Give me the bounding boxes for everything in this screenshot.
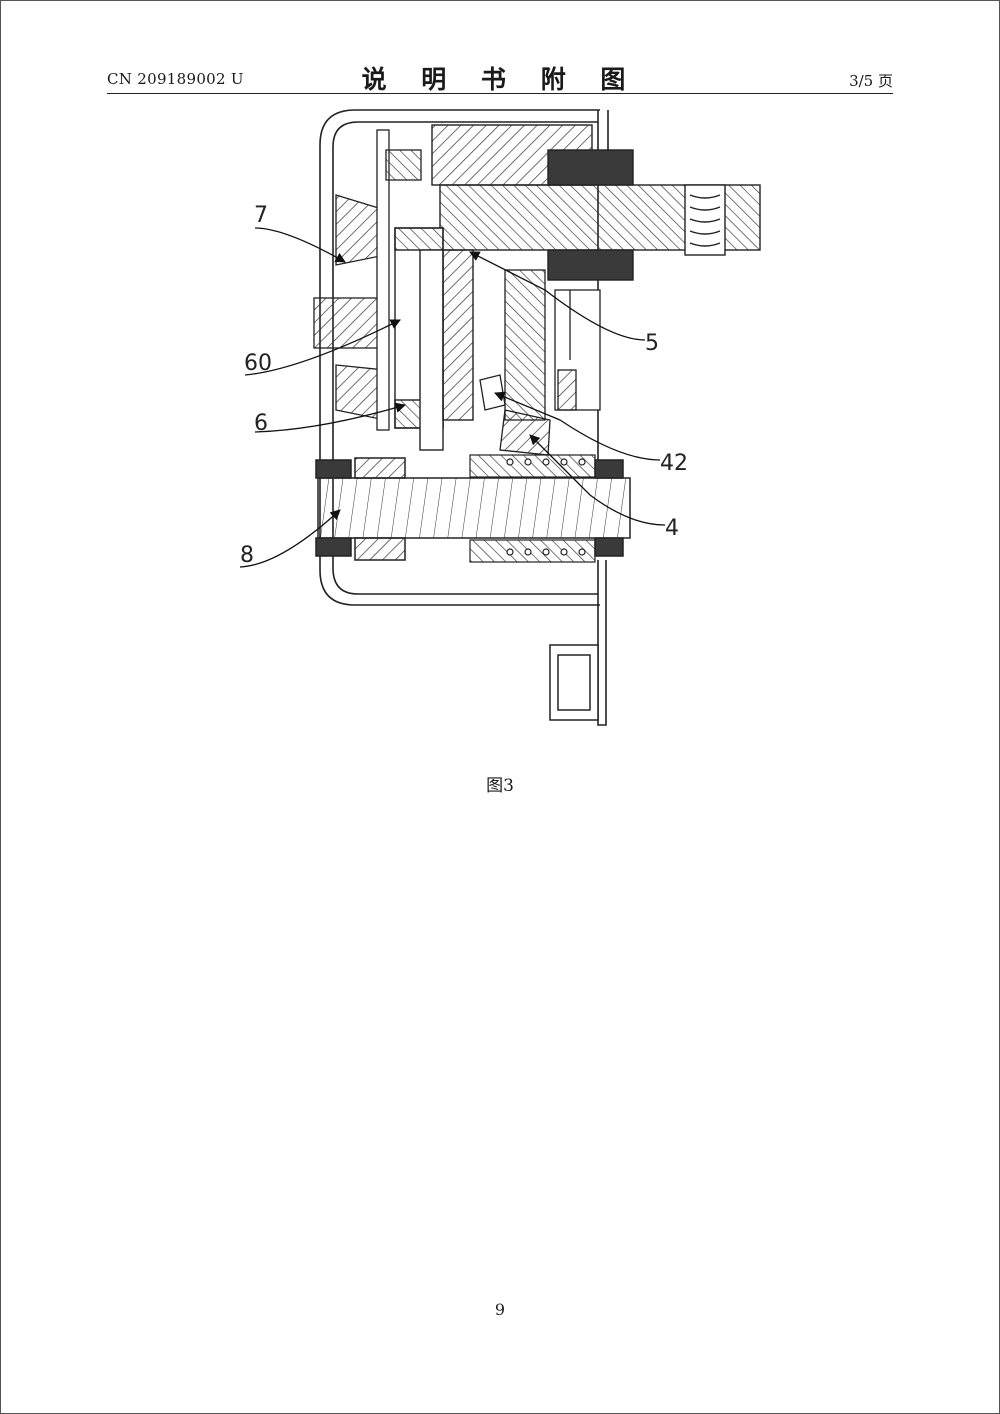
patent-drawing: 7 60 6 8 5 42 4 xyxy=(239,109,761,726)
component-5 xyxy=(504,269,601,421)
shaft-8 xyxy=(315,457,631,561)
ref-label-8: 8 xyxy=(240,543,254,568)
leader-6 xyxy=(254,402,406,433)
leader-60 xyxy=(244,319,401,376)
ref-label-4: 4 xyxy=(665,516,679,541)
header-title: 说 明 书 附 图 xyxy=(361,65,639,94)
leader-42 xyxy=(494,391,661,461)
terminal-block xyxy=(549,644,599,721)
page-header: CN 209189002 U 说 明 书 附 图 3/5 页 xyxy=(107,60,893,94)
leader-lines xyxy=(239,227,666,568)
leader-5 xyxy=(469,251,646,341)
ref-label-7: 7 xyxy=(254,203,268,228)
ref-label-42: 42 xyxy=(660,451,688,476)
ref-label-60: 60 xyxy=(244,351,272,376)
component-6 xyxy=(394,227,474,451)
page-count: 3/5 页 xyxy=(849,72,893,90)
left-gear-stack xyxy=(313,129,422,431)
ref-label-5: 5 xyxy=(645,331,659,356)
figure-caption: 图3 xyxy=(486,776,514,796)
spring-4 xyxy=(469,454,596,563)
ref-label-6: 6 xyxy=(254,411,268,436)
leader-7 xyxy=(254,227,346,263)
header-rule xyxy=(107,93,893,94)
document-number: CN 209189002 U xyxy=(107,70,244,88)
leader-8 xyxy=(239,509,341,568)
page-number: 9 xyxy=(494,1300,506,1319)
upper-assembly xyxy=(431,124,761,281)
leader-4 xyxy=(529,434,666,526)
